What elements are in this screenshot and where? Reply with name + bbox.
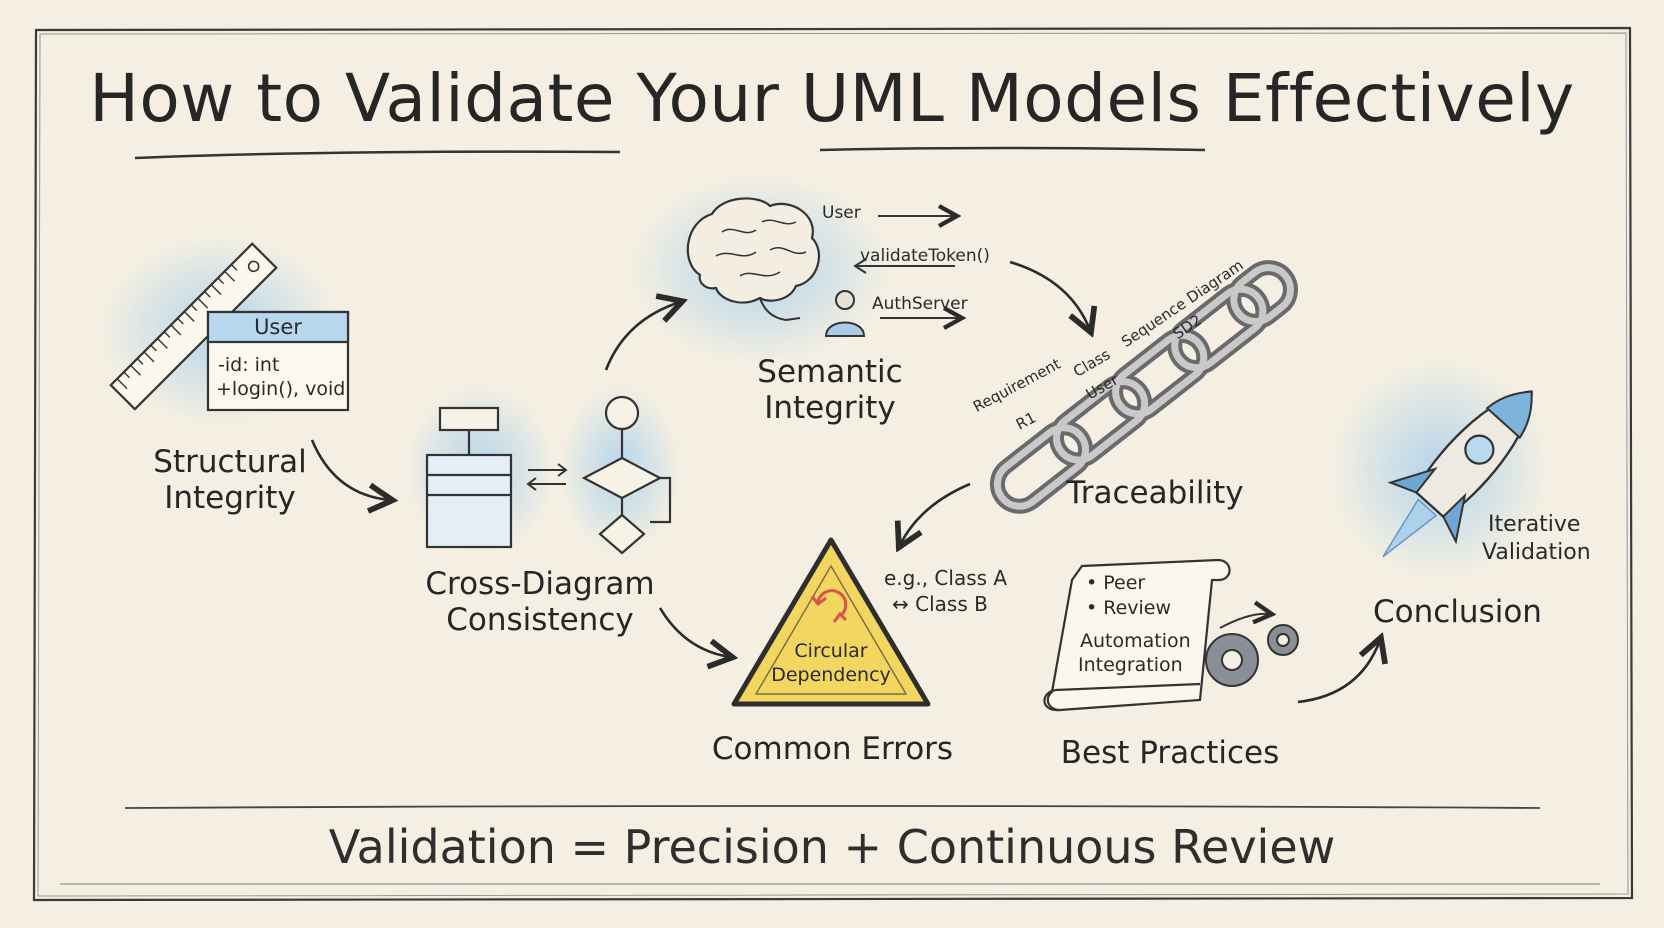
ruler-tick <box>123 371 131 379</box>
ruler-tick <box>204 290 211 298</box>
ruler-tick <box>190 304 198 312</box>
warning-note2: ↔ Class B <box>892 592 988 616</box>
class-operation: +login(), void <box>216 378 346 400</box>
component-diagram-icon <box>425 406 513 549</box>
ruler-tick <box>156 337 168 349</box>
warning-line2: Dependency <box>771 664 891 686</box>
page-title: How to Validate Your UML Models Effectiv… <box>89 60 1575 137</box>
arrow-structural-to-cross <box>310 439 390 500</box>
activity-diagram-icon <box>581 395 672 555</box>
sequence-message: validateToken() <box>860 246 990 266</box>
cross-line2: Consistency <box>446 601 634 638</box>
ruler-tick <box>210 284 222 296</box>
footer-formula: Validation = Precision + Continuous Revi… <box>328 820 1336 874</box>
ruler-tick <box>170 324 182 336</box>
semantic-integrity-label: Semantic Integrity <box>735 354 925 426</box>
brain-icon <box>686 197 821 322</box>
class-attribute: -id: int <box>218 354 280 376</box>
person-icon <box>824 290 866 337</box>
flow-arrows <box>310 260 1380 704</box>
ruler-tick <box>230 264 238 271</box>
scroll-item-review: • Review <box>1086 597 1172 619</box>
frame-border <box>32 26 1634 902</box>
ruler-tick <box>130 364 141 376</box>
rocket-icon <box>1382 390 1533 558</box>
rocket-line2: Validation <box>1482 540 1591 565</box>
conclusion-label: Conclusion <box>1373 594 1542 630</box>
cycle-icon <box>810 589 848 623</box>
warning-note1: e.g., Class A <box>884 566 1008 590</box>
scroll-item-peer: • Peer <box>1086 572 1146 594</box>
ruler-tick <box>177 317 184 325</box>
arrow-semantic-to-trace <box>1009 260 1090 330</box>
ruler-tick <box>197 297 209 309</box>
cross-diagram-label: Cross-Diagram Consistency <box>415 566 665 638</box>
class-name: User <box>254 315 302 339</box>
gears-icon <box>1205 614 1299 687</box>
arrow-cross-to-semantic <box>604 302 680 371</box>
structural-line2: Integrity <box>164 479 296 516</box>
sequence-actor: User <box>822 203 861 223</box>
ruler-tick <box>150 344 157 352</box>
ruler-tick <box>136 358 144 365</box>
title-underline-left <box>134 150 621 160</box>
arrow-cross-to-errors <box>658 607 730 657</box>
ruler-tick <box>143 351 155 363</box>
scroll-item-automation: Automation <box>1080 630 1191 652</box>
common-errors-label: Common Errors <box>711 731 954 767</box>
ruler-icon <box>109 242 278 411</box>
ruler-tick <box>224 270 236 282</box>
cross-line1: Cross-Diagram <box>425 566 655 602</box>
ruler-tick <box>183 311 195 323</box>
arrow-practices-to-conclusion <box>1297 640 1380 704</box>
ruler-tick <box>163 331 171 338</box>
footer-rule-top <box>124 805 1541 809</box>
class-diagram-icon <box>206 310 350 412</box>
semantic-line1: Semantic <box>757 354 903 390</box>
structural-line1: Structural <box>153 444 307 480</box>
ruler-tick <box>116 378 128 390</box>
title-underline-right <box>819 146 1206 152</box>
traceability-label: Traceability <box>1066 475 1244 511</box>
scroll-icon <box>1043 558 1231 712</box>
sequence-arrows <box>853 216 960 318</box>
best-practices-label: Best Practices <box>1060 735 1280 771</box>
chain-icon <box>989 260 1298 514</box>
semantic-line2: Integrity <box>764 389 896 426</box>
scroll-item-integration: Integration <box>1078 654 1183 676</box>
warning-triangle-icon <box>731 537 931 707</box>
swap-arrows-icon <box>526 463 568 491</box>
structural-integrity-label: Structural Integrity <box>135 444 325 516</box>
arrow-trace-to-errors <box>900 482 971 545</box>
rocket-line1: Iterative <box>1488 512 1581 537</box>
warning-line1: Circular <box>794 640 868 662</box>
ruler-tick <box>217 277 225 285</box>
sequence-server: AuthServer <box>872 294 968 314</box>
